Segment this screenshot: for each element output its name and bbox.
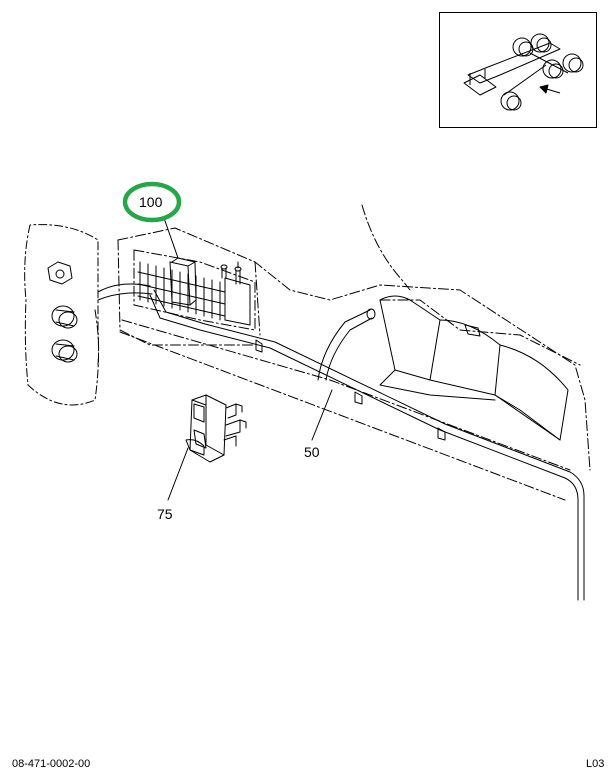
leader-lines <box>163 217 333 501</box>
callout-75[interactable]: 75 <box>157 506 173 522</box>
module-100 <box>169 257 197 306</box>
left-harness <box>94 283 153 366</box>
sheet-code: L03 <box>586 758 605 770</box>
highlight-ring <box>122 181 182 223</box>
rocker-switch-75 <box>185 394 247 463</box>
callout-50[interactable]: 50 <box>304 444 320 460</box>
harness-branch <box>317 308 376 381</box>
truck-chassis-thumbnail <box>463 33 584 111</box>
callout-100[interactable]: 100 <box>139 194 163 210</box>
left-panel-knobs <box>47 261 78 363</box>
locator-inset <box>439 12 597 128</box>
part-number: 08-471-0002-00 <box>12 758 91 770</box>
left-dash-panel <box>24 224 100 406</box>
right-dash-blocks <box>379 295 569 441</box>
harness-50 <box>149 289 585 601</box>
instrument-panel-outline <box>117 204 591 501</box>
